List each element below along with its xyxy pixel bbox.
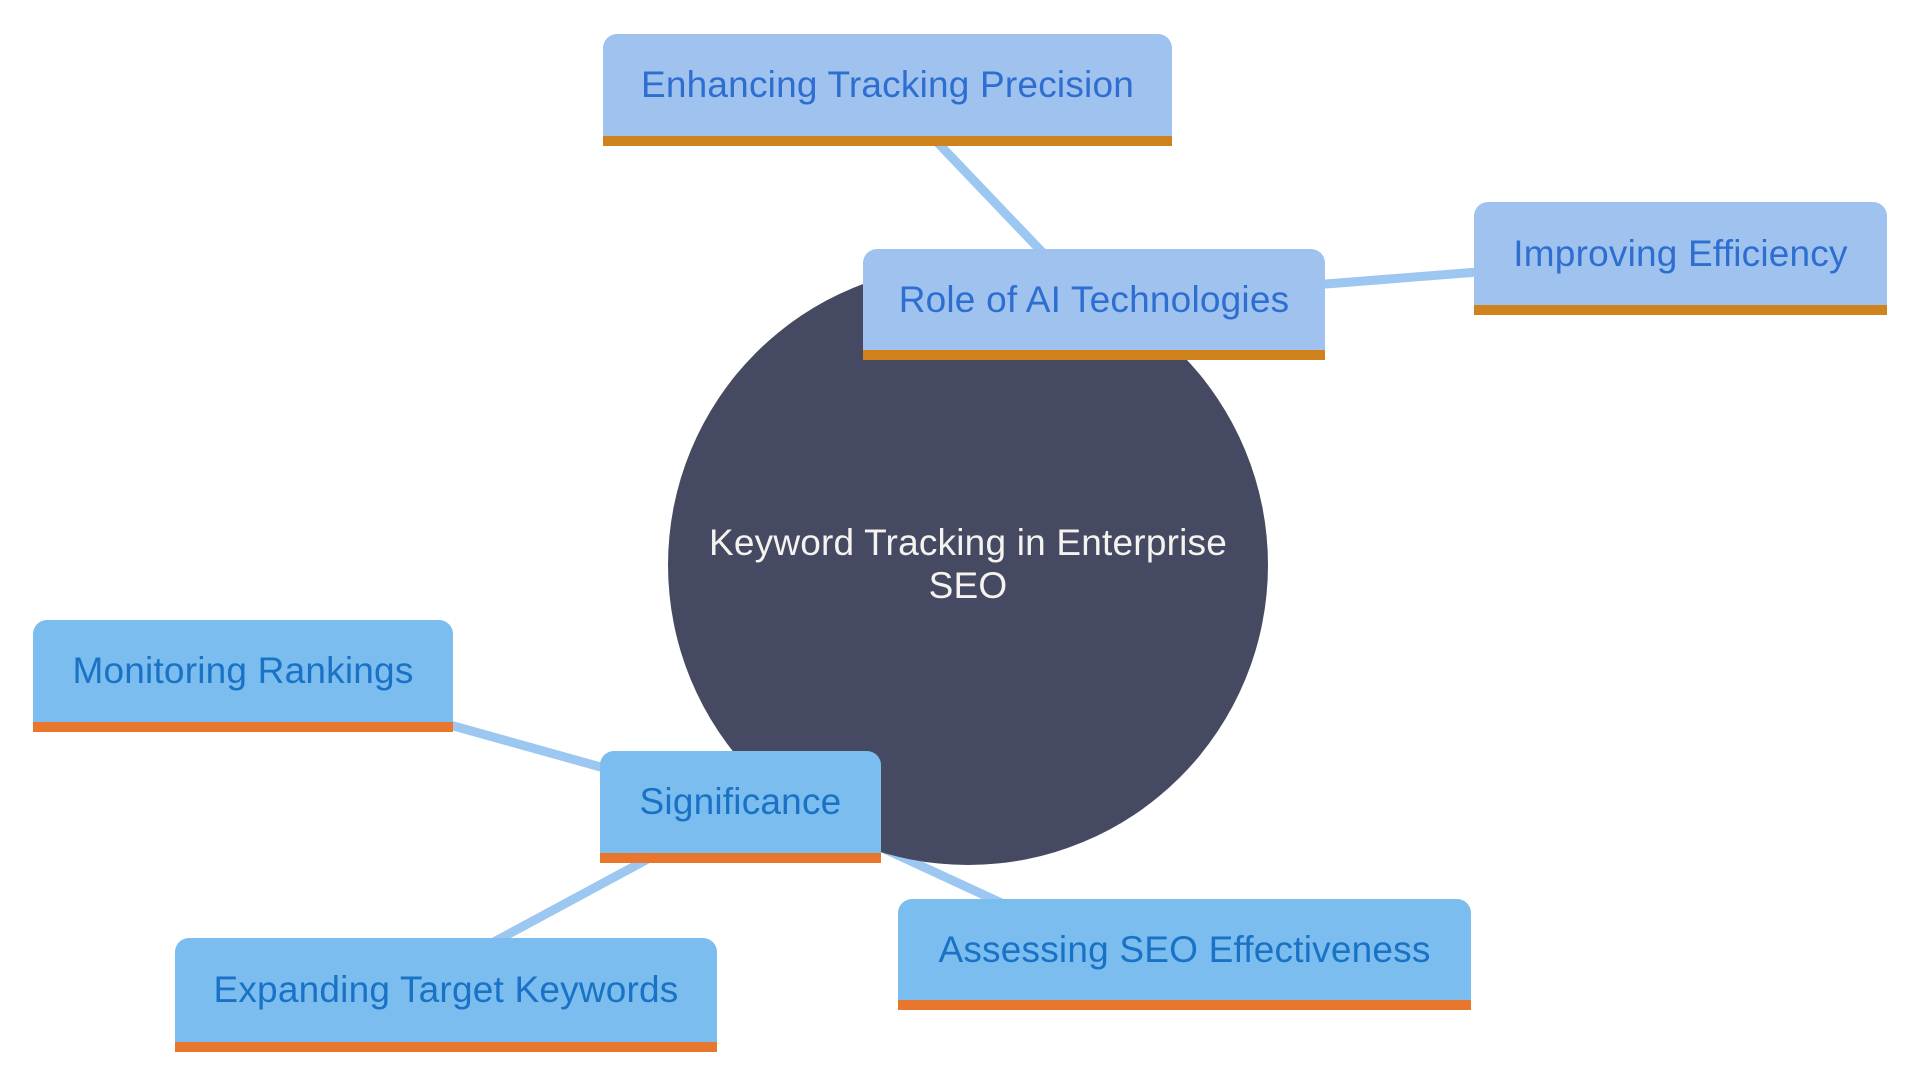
node-label: Monitoring Rankings <box>72 650 414 691</box>
node-label: Enhancing Tracking Precision <box>640 64 1135 105</box>
node-label: Role of AI Technologies <box>898 278 1290 320</box>
node-label: Expanding Target Keywords <box>213 969 679 1010</box>
connector-monitoring-to-significance <box>445 720 620 776</box>
connector-enhancing-to-role <box>933 138 1049 259</box>
node-improving-efficiency[interactable]: Improving Efficiency <box>1474 202 1887 315</box>
node-assessing-seo-effectiveness[interactable]: Assessing SEO Effectiveness <box>898 899 1471 1010</box>
connector-significance-to-expanding <box>487 855 651 948</box>
central-topic-label: Keyword Tracking in Enterprise SEO <box>709 522 1227 608</box>
node-enhancing-tracking-precision[interactable]: Enhancing Tracking Precision <box>603 34 1172 146</box>
node-expanding-target-keywords[interactable]: Expanding Target Keywords <box>175 938 717 1052</box>
node-monitoring-rankings[interactable]: Monitoring Rankings <box>33 620 453 732</box>
node-role-of-ai-technologies[interactable]: Role of AI Technologies <box>863 249 1325 360</box>
node-significance[interactable]: Significance <box>600 751 881 863</box>
node-label: Improving Efficiency <box>1513 232 1848 274</box>
central-topic-label-line1: Keyword Tracking in Enterprise <box>708 522 1228 564</box>
connector-role-to-improving <box>1321 267 1483 289</box>
node-label: Significance <box>639 781 842 822</box>
central-topic-label-line2: SEO <box>928 565 1008 606</box>
node-label: Assessing SEO Effectiveness <box>938 928 1431 970</box>
